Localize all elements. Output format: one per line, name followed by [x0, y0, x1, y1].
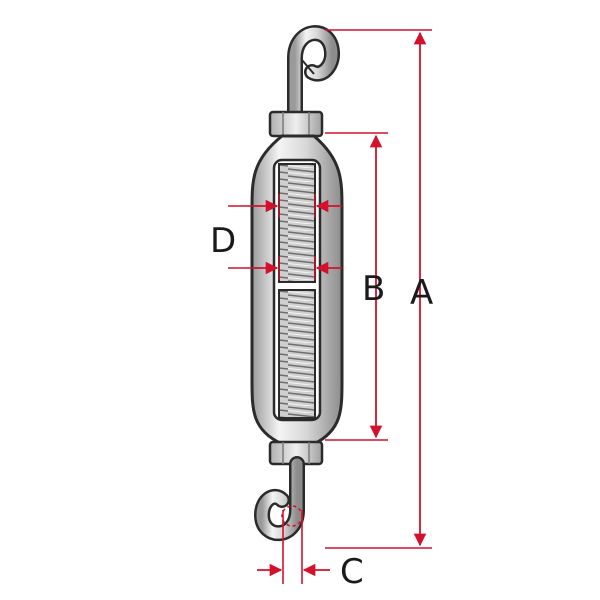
top-nut — [268, 110, 324, 138]
turnbuckle-body — [250, 134, 344, 446]
dimension-d: D — [210, 194, 342, 280]
label-b: B — [362, 269, 385, 309]
bottom-hook — [253, 456, 305, 542]
label-c: C — [340, 552, 364, 592]
top-hook — [287, 25, 340, 120]
dimension-a: A — [325, 29, 433, 549]
label-d: D — [210, 221, 236, 261]
dimension-b: B — [325, 132, 388, 441]
dimension-c: C — [257, 510, 364, 592]
label-a: A — [410, 273, 433, 313]
